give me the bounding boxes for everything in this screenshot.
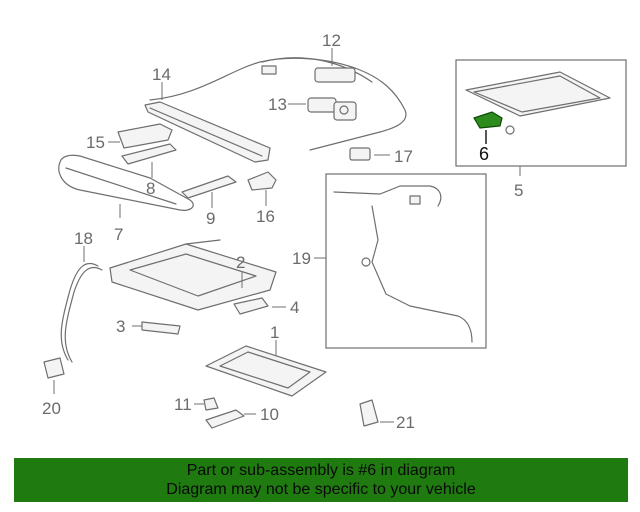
callout-19: 19 bbox=[292, 249, 311, 268]
callout-21: 21 bbox=[396, 413, 415, 432]
part-19-drain-hose bbox=[333, 185, 473, 343]
callout-6: 6 bbox=[479, 144, 489, 164]
part-2-frame-assembly bbox=[109, 239, 277, 311]
callout-2: 2 bbox=[236, 253, 245, 272]
callout-16: 16 bbox=[256, 207, 275, 226]
box-5 bbox=[455, 59, 627, 167]
part-8-guide bbox=[121, 143, 177, 165]
part-16-link bbox=[247, 171, 277, 191]
callout-8: 8 bbox=[146, 179, 155, 198]
banner-line-2: Diagram may not be specific to your vehi… bbox=[166, 481, 476, 498]
banner-line-1: Part or sub-assembly is #6 in diagram bbox=[186, 462, 456, 479]
part-10-deflector bbox=[205, 409, 245, 429]
callout-3: 3 bbox=[116, 317, 125, 336]
callout-9: 9 bbox=[206, 209, 215, 228]
callout-12: 12 bbox=[322, 31, 341, 50]
part-14-rail bbox=[144, 101, 271, 163]
callout-18: 18 bbox=[74, 229, 93, 248]
parts-diagram: 12 14 13 15 8 7 9 16 bbox=[42, 31, 627, 432]
callout-4: 4 bbox=[290, 298, 299, 317]
part-3-seal bbox=[141, 321, 181, 335]
callout-10: 10 bbox=[260, 405, 279, 424]
callout-20: 20 bbox=[42, 399, 61, 418]
callout-5: 5 bbox=[514, 181, 523, 200]
box-19 bbox=[325, 173, 487, 349]
part-21-bracket bbox=[359, 399, 379, 427]
callout-13: 13 bbox=[268, 95, 287, 114]
part-1-glass bbox=[205, 345, 327, 397]
part-18-hose bbox=[60, 262, 103, 363]
part-11-clip bbox=[203, 397, 219, 411]
part-5-sunshade bbox=[465, 71, 611, 117]
callout-14: 14 bbox=[152, 65, 171, 84]
part-6-highlighted bbox=[473, 111, 515, 135]
part-12-drain-tube bbox=[149, 57, 407, 151]
part-7-frame bbox=[58, 154, 194, 211]
part-9-slider bbox=[181, 175, 237, 199]
callout-1: 1 bbox=[270, 323, 279, 342]
part-4-bracket bbox=[233, 297, 269, 315]
part-15-bracket bbox=[117, 123, 173, 149]
callout-17: 17 bbox=[394, 147, 413, 166]
callout-15: 15 bbox=[86, 133, 105, 152]
part-13-motor bbox=[307, 97, 357, 121]
callout-7: 7 bbox=[114, 225, 123, 244]
part-20-connector bbox=[43, 357, 65, 379]
callout-11: 11 bbox=[174, 395, 192, 414]
info-banner: Part or sub-assembly is #6 in diagram Di… bbox=[14, 458, 628, 502]
part-17-clip bbox=[349, 147, 371, 161]
